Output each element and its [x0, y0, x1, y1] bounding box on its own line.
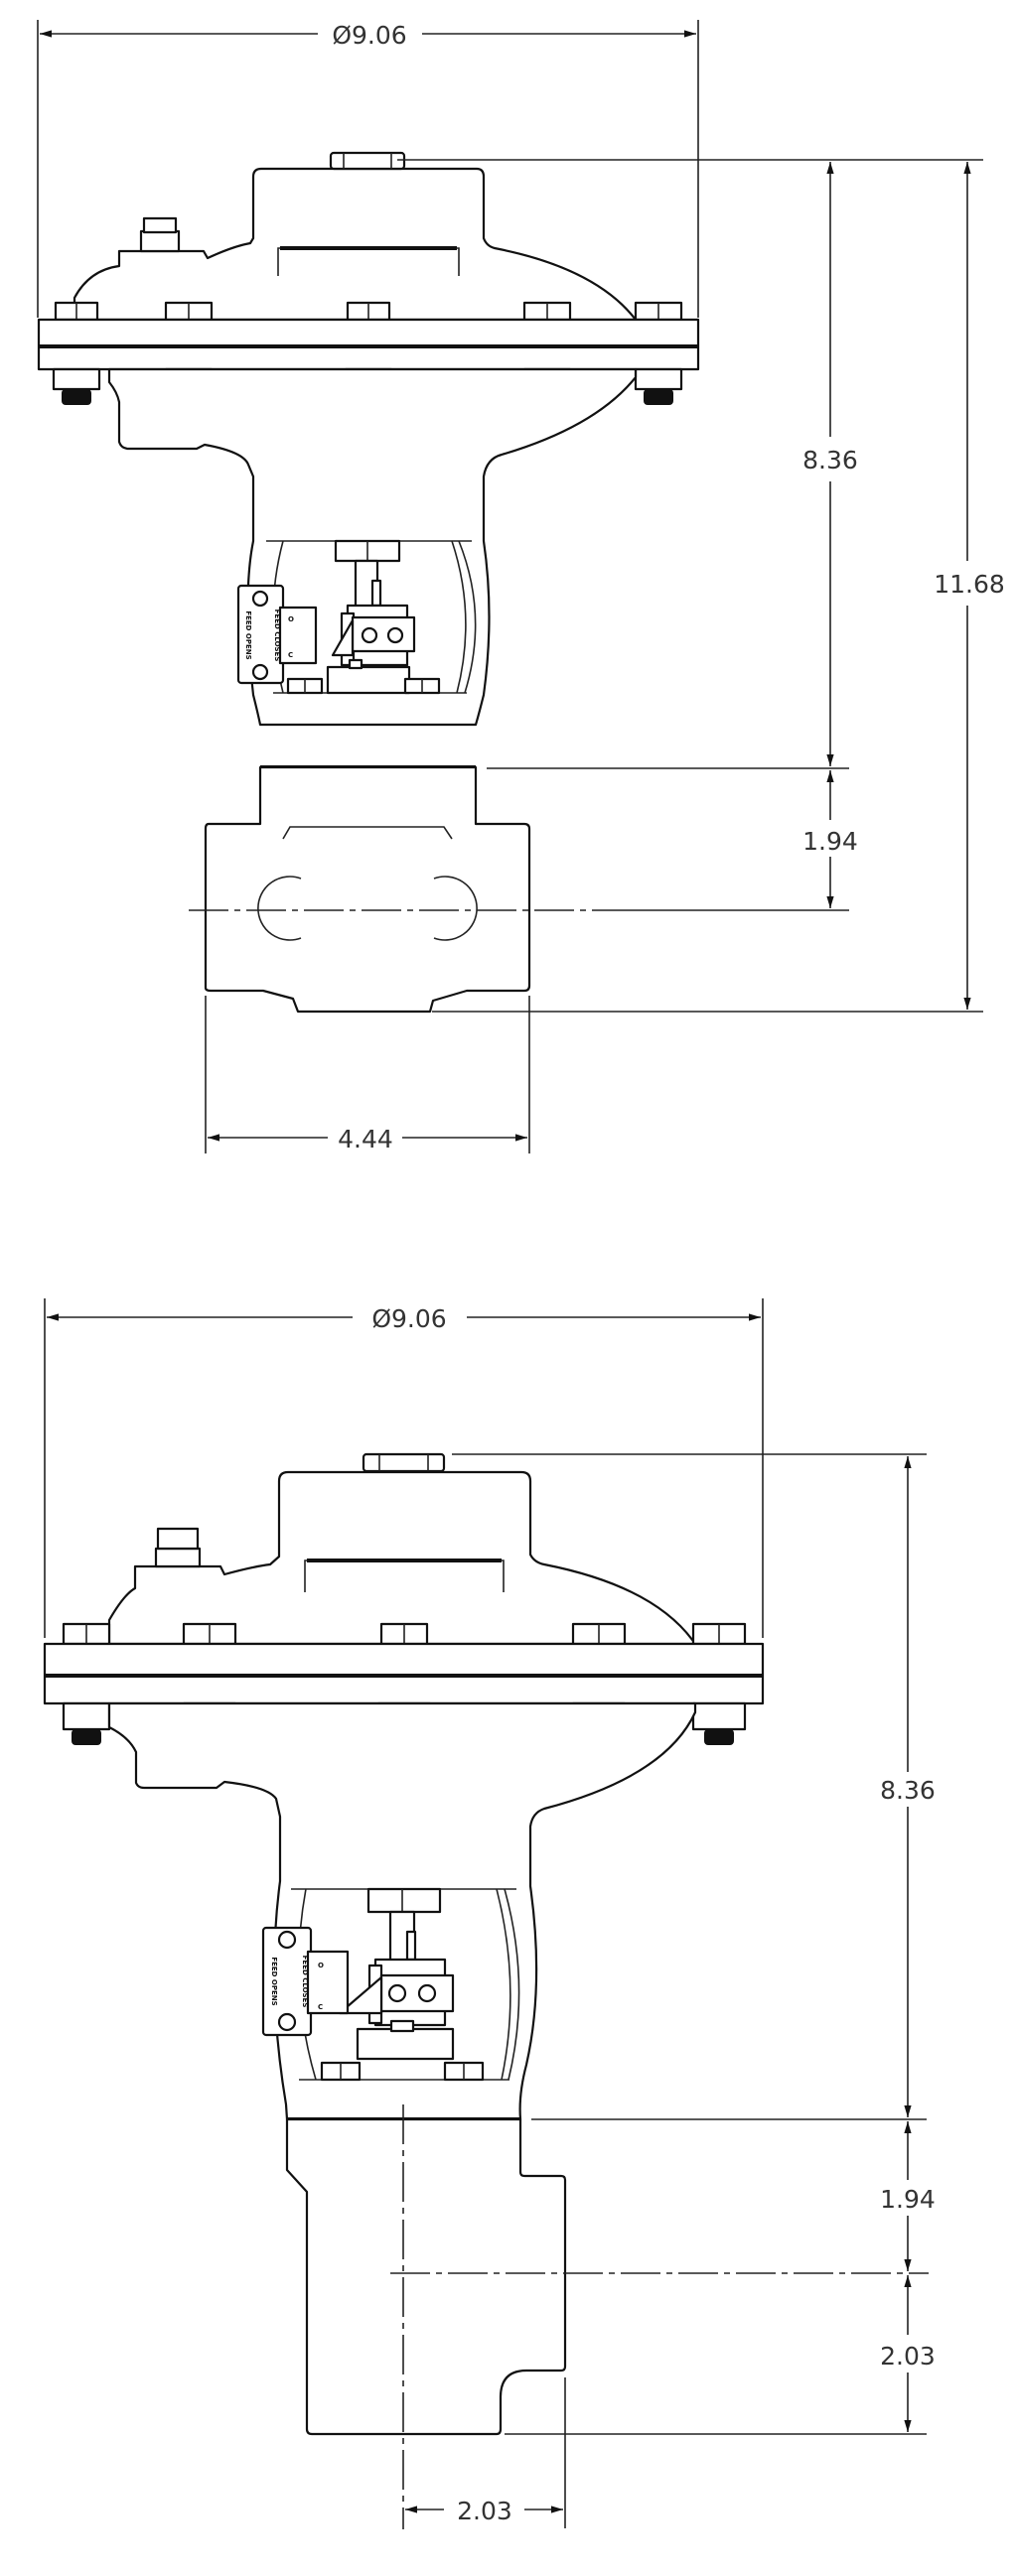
dim-label: 8.36 [880, 1776, 936, 1805]
vent-cap [142, 216, 178, 234]
screw-icon [417, 1983, 437, 2003]
screw-icon [361, 626, 378, 644]
port-circle-left [257, 876, 302, 941]
screw-icon [251, 590, 269, 608]
dim-diameter-view1: Ø9.06 [37, 20, 699, 318]
switch-label-close: FEED CLOSES [273, 610, 281, 662]
dim-vertical-view2: 8.36 1.94 2.03 [452, 1453, 936, 2435]
switch-label-close: FEED CLOSES [301, 1956, 309, 2008]
dim-horizontal-view2: 2.03 [405, 2377, 566, 2528]
screw-icon [251, 663, 269, 681]
dim-diameter-view2: Ø9.06 [44, 1298, 764, 1638]
marker-close: C [288, 651, 293, 659]
valve-body-view2 [285, 2117, 567, 2436]
switch-label-open: FEED OPENS [244, 610, 252, 659]
port-circle-right [433, 876, 478, 941]
dim-label: 2.03 [880, 2342, 936, 2371]
marker-open: O [288, 615, 294, 623]
top-nut [362, 1452, 446, 1473]
screw-icon [386, 626, 404, 644]
dim-label: 4.44 [338, 1125, 393, 1153]
marker-open: O [318, 1962, 324, 1969]
bolts-top-view1 [54, 301, 683, 322]
dim-vertical-view1: 8.36 1.94 11.68 [397, 159, 1005, 1013]
dim-label: 1.94 [880, 2185, 936, 2214]
dim-label: 8.36 [802, 446, 858, 475]
yoke-window-v2: FEED OPENS FEED CLOSES O C [261, 1887, 520, 2082]
dim-label: Ø9.06 [371, 1304, 446, 1333]
screw-icon [387, 1983, 407, 2003]
switch-label-open: FEED OPENS [270, 1957, 278, 2005]
view-1: Ø9.06 [37, 20, 1005, 1153]
dim-label: 1.94 [802, 827, 858, 856]
valve-body-view1 [204, 765, 531, 1014]
marker-close: C [318, 2003, 323, 2011]
screw-icon [277, 2012, 297, 2032]
yoke-window: FEED OPENS FEED CLOSES O C [236, 539, 477, 695]
top-nut [329, 151, 406, 171]
dim-body-width-view1: 4.44 [205, 996, 530, 1153]
dim-label: 11.68 [934, 570, 1005, 599]
view-2: Ø9.06 [43, 1298, 936, 2529]
bolts-top-view2 [62, 1622, 747, 1646]
screw-icon [277, 1930, 297, 1950]
vent-fitting [139, 229, 181, 253]
dim-label: Ø9.06 [332, 21, 406, 50]
dim-label: 2.03 [457, 2497, 512, 2525]
